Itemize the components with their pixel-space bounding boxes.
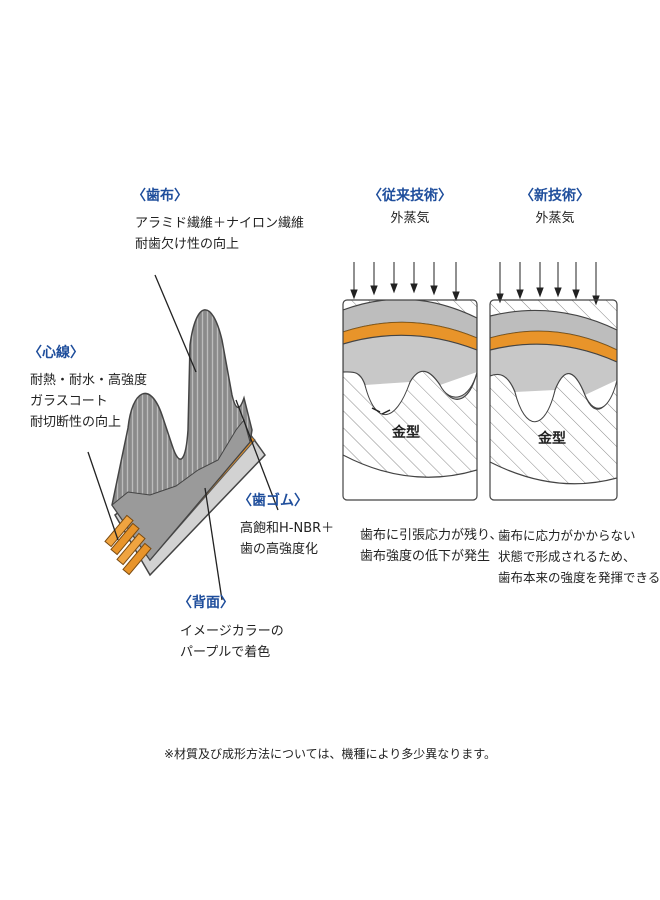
tooth-rubber-title: 〈歯ゴム〉: [238, 493, 308, 509]
conventional-diagram: [342, 262, 478, 501]
conventional-line-2: 歯布強度の低下が発生: [360, 549, 491, 564]
tooth-cloth-line-2: 耐歯欠け性の向上: [135, 237, 240, 252]
belt-front-face: [111, 418, 251, 561]
back-line-2: パープルで着色: [180, 645, 271, 660]
footnote: ※材質及び成形方法については、機種により多少異なります。: [163, 747, 497, 761]
tooth-rubber-line-1: 高飽和H-NBR＋: [240, 521, 335, 536]
leader-tooth-cloth: [154, 274, 197, 373]
tooth-cloth-line-1: アラミド繊維＋ナイロン繊維: [135, 216, 305, 231]
new-tech-line-2: 状態で形成されるため、: [498, 549, 636, 564]
conventional-mold-label: 金型: [392, 425, 420, 441]
steam-arrows-left: [350, 262, 460, 302]
new-tech-line-1: 歯布に応力がかからない: [498, 528, 636, 543]
new-tech-title: 〈新技術〉: [520, 188, 590, 204]
cord-ends: [104, 514, 152, 576]
leader-back: [204, 487, 223, 601]
cord-line-2: ガラスコート: [30, 394, 108, 409]
new-tech-mold-label: 金型: [538, 431, 566, 447]
conventional-line-1: 歯布に引張応力が残り、: [360, 528, 503, 543]
cord-line-1: 耐熱・耐水・高強度: [30, 373, 148, 388]
tooth-cloth-title: 〈歯布〉: [132, 188, 188, 204]
steam-arrows-right: [496, 262, 600, 306]
new-tech-line-3: 歯布本来の強度を発揮できる: [498, 570, 660, 585]
back-line-1: イメージカラーの: [180, 624, 284, 639]
cord-title: 〈心線〉: [28, 345, 84, 361]
cord-line-3: 耐切断性の向上: [30, 415, 122, 430]
new-tech-steam-label: 外蒸気: [535, 211, 575, 226]
conventional-steam-label: 外蒸気: [390, 211, 430, 226]
timing-belt-illustration: [87, 274, 279, 601]
leader-cord: [87, 451, 119, 541]
leader-tooth-rubber: [235, 399, 279, 511]
conventional-title: 〈従来技術〉: [368, 188, 452, 204]
new-tech-diagram: [489, 262, 618, 501]
tooth-rubber-line-2: 歯の高強度化: [240, 542, 319, 557]
back-title: 〈背面〉: [178, 595, 234, 611]
